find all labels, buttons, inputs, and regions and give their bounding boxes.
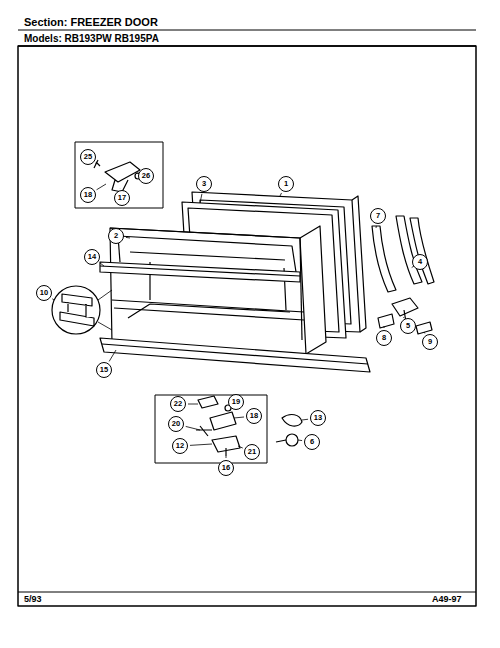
callout-number: 8 (376, 330, 392, 346)
section-title: Section: FREEZER DOOR (24, 16, 158, 28)
model-numbers: Models: RB193PW RB195PA (24, 33, 159, 44)
callout-number: 3 (196, 176, 212, 192)
leader-line (234, 417, 244, 418)
callout-number: 26 (138, 168, 154, 184)
callout-number: 17 (114, 190, 130, 206)
leader-line (109, 350, 116, 361)
callout-number: 19 (228, 394, 244, 410)
callout-number: 12 (172, 438, 188, 454)
leader-line (97, 184, 106, 190)
leader-line (186, 426, 200, 430)
callout-number: 15 (96, 362, 112, 378)
callout-number: 5 (400, 318, 416, 334)
callout-number: 18 (80, 187, 96, 203)
footer-text: A49-97 (432, 594, 462, 604)
callout-number: 1 (278, 176, 294, 192)
leader-line (200, 194, 202, 203)
callout-number: 16 (218, 460, 234, 476)
callout-number: 2 (108, 228, 124, 244)
callout-number: 18 (246, 408, 262, 424)
callout-number: 22 (170, 396, 186, 412)
callout-number: 21 (244, 444, 260, 460)
leader-line (424, 332, 426, 333)
leader-line (126, 237, 130, 239)
callout-number: 4 (412, 254, 428, 270)
footer-text: 5/93 (24, 594, 42, 604)
callout-number: 13 (310, 410, 326, 426)
leader-line (280, 193, 282, 196)
leader-line (52, 299, 54, 300)
callout-number: 9 (422, 334, 438, 350)
leader-line (376, 226, 377, 228)
leader-line (95, 163, 96, 164)
leader-line (188, 404, 198, 405)
leader-line (238, 446, 243, 448)
callout-number: 7 (370, 208, 386, 224)
leader-line (226, 456, 227, 458)
leader-line (120, 188, 121, 189)
callout-number: 14 (84, 249, 100, 265)
leader-line (302, 419, 308, 421)
leader-line (190, 444, 212, 445)
leader-line (384, 326, 385, 328)
leader-line (298, 440, 302, 442)
callout-number: 6 (304, 434, 320, 450)
leader-line (100, 263, 104, 266)
callout-number: 20 (168, 416, 184, 432)
leader-line (226, 405, 228, 406)
callout-number: 10 (36, 285, 52, 301)
callout-number: 25 (80, 149, 96, 165)
